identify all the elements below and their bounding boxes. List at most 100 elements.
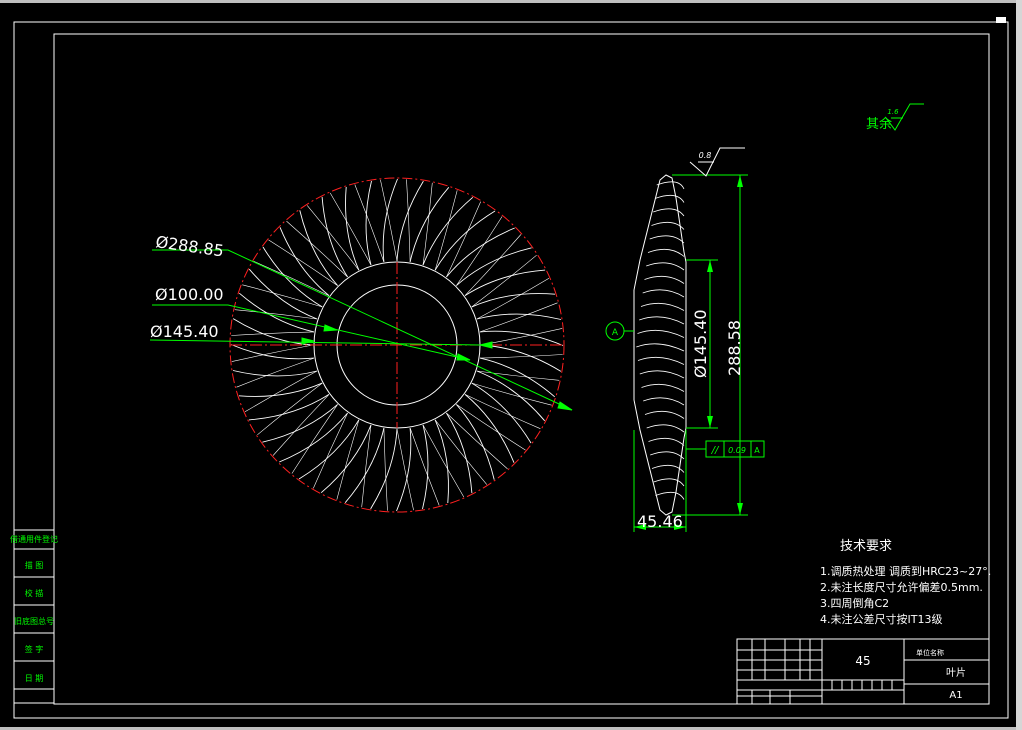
title-part-name: 叶片: [946, 666, 966, 679]
blade-curve-secondary: [231, 331, 315, 336]
sheet-inner-border: [53, 33, 990, 705]
blade-curve-secondary: [446, 201, 481, 278]
blade-curve: [239, 292, 315, 333]
side-profile: [633, 174, 687, 516]
datum-symbol: A: [605, 321, 634, 341]
blade-curve: [299, 210, 338, 286]
side-blade-line: [655, 491, 685, 500]
front-view: Ø288.85 Ø100.00 Ø145.40: [149, 177, 573, 513]
blade-curve-secondary: [464, 234, 522, 296]
title-block-text: 45 单位名称 叶片 A1: [855, 648, 966, 701]
blade-curve: [248, 394, 330, 421]
blade-curve: [232, 318, 314, 346]
side-blade-line: [646, 262, 685, 271]
blade-curve-secondary: [336, 419, 360, 500]
side-blade-lines: [636, 181, 685, 500]
blade-curve-secondary: [286, 220, 348, 278]
side-blade-line: [643, 397, 685, 406]
side-blade-line: [641, 383, 685, 392]
blade-curve-secondary: [354, 184, 385, 263]
blade-curve: [446, 412, 473, 494]
blade-curve-secondary: [329, 192, 372, 266]
blade-curve: [476, 370, 546, 422]
leader-hub: [149, 339, 481, 346]
dim-width-label: 45.46: [637, 512, 683, 531]
blade-curve: [396, 180, 424, 262]
blade-curve-secondary: [406, 179, 411, 263]
blade-curve-secondary: [383, 427, 388, 511]
blade-curve: [262, 404, 338, 443]
blade-curve: [321, 196, 348, 278]
blade-curve: [471, 293, 556, 308]
blade-curve-secondary: [231, 344, 314, 362]
sidebar-cell-3: 旧底图总号: [14, 616, 54, 626]
title-material: 45: [855, 654, 870, 668]
roughness-note-label: 其余: [866, 116, 892, 132]
arrow-bore-2: [456, 353, 471, 361]
blade-curve: [262, 246, 323, 308]
arrow-outer: [557, 401, 573, 411]
blade-curve: [232, 370, 318, 377]
side-blade-line: [639, 370, 685, 379]
dim-bore-label: Ø100.00: [155, 285, 224, 304]
blade-curve-secondary: [456, 216, 503, 286]
blade-curve: [409, 187, 450, 263]
side-blade-line: [656, 181, 685, 190]
blade-curve-secondary: [291, 404, 338, 474]
blade-curve-secondary: [476, 370, 560, 381]
blade-curve-secondary: [471, 254, 537, 308]
side-view: Ø145.40 288.58 45.46 A 0.8 // 0.09 A: [605, 147, 765, 532]
side-blade-line: [651, 464, 685, 473]
blade-curve-secondary: [471, 382, 552, 406]
side-blade-line: [648, 437, 685, 446]
blade-curve: [456, 404, 495, 480]
blade-curve-secondary: [361, 424, 372, 508]
blade-curve-secondary: [446, 412, 508, 470]
sidebar-cell-0: 借通用件登记: [10, 534, 58, 544]
blade-curve: [422, 196, 474, 266]
sidebar-cell-2: 校 描: [25, 588, 44, 598]
roughness-note: 其余 1.6: [866, 103, 924, 132]
blade-curve: [464, 269, 546, 296]
blade-curve: [479, 330, 564, 346]
blade-curve-secondary: [242, 284, 323, 308]
blade-curve: [479, 357, 555, 398]
blade-curve-secondary: [272, 394, 330, 456]
blade-curve: [279, 227, 330, 296]
blade-curve-secondary: [422, 182, 433, 266]
side-blade-line: [644, 275, 685, 284]
arrow-hub-2: [479, 341, 493, 349]
blade-curve: [476, 313, 562, 320]
datum-label: A: [612, 328, 619, 338]
tech-requirements: 技术要求 1.调质热处理 调质到HRC23~27°. 2.未注长度尺寸允许偏差0…: [820, 539, 991, 626]
blade-curve-secondary: [409, 427, 440, 506]
roughness-top: 0.8: [689, 147, 745, 177]
roughness-top-value: 0.8: [699, 151, 712, 160]
tech-req-item-4: 4.未注公差尺寸按IT13级: [820, 612, 942, 626]
blade-curve-secondary: [257, 382, 323, 436]
blade-curve-secondary: [422, 424, 465, 498]
side-blade-line: [649, 235, 685, 244]
tech-req-title: 技术要求: [840, 539, 892, 554]
sidebar-cell-4: 签 字: [25, 644, 44, 654]
window-scrollbar[interactable]: [1016, 0, 1022, 730]
blade-curve-secondary: [236, 357, 315, 388]
blade-curve-secondary: [434, 419, 488, 485]
tech-req-item-1: 1.调质热处理 调质到HRC23~27°.: [820, 565, 991, 578]
blade-curve: [298, 419, 360, 480]
parallelism-ref: A: [754, 446, 760, 455]
blade-curve-secondary: [234, 309, 318, 320]
blade-curve-secondary: [476, 277, 550, 320]
window-restore-button[interactable]: [996, 17, 1006, 23]
side-blade-line: [639, 316, 685, 325]
dim-outer-label: Ø288.85: [154, 232, 225, 260]
dim-outer-label-side: 288.58: [725, 320, 744, 376]
blade-curve: [365, 180, 372, 266]
blade-curve-secondary: [464, 394, 541, 429]
side-blade-line: [646, 424, 685, 433]
sidebar-cell-1: 描 图: [25, 560, 44, 570]
blade-curve: [344, 427, 385, 503]
blade-curve: [456, 247, 532, 286]
side-blade-line: [637, 356, 685, 365]
side-blade-line: [636, 343, 685, 352]
